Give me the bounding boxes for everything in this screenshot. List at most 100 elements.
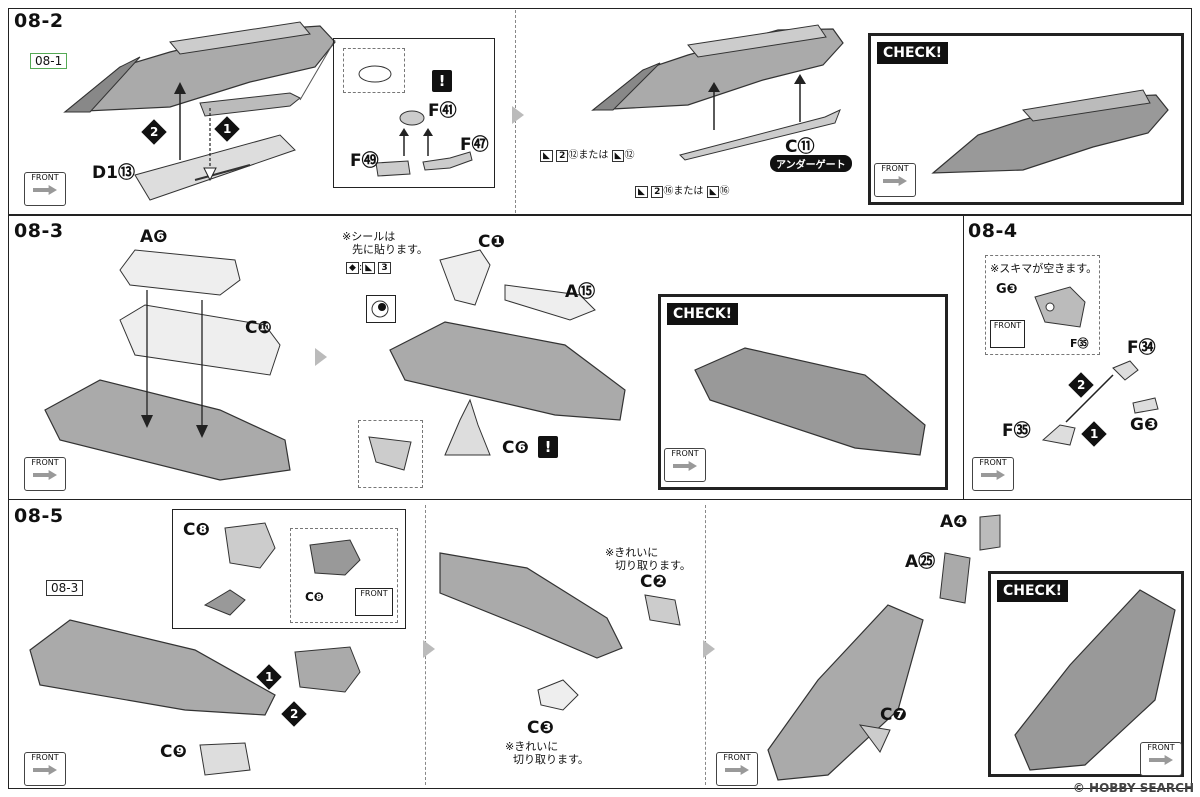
part-label-f35: F㉟ — [1002, 421, 1031, 441]
arrow — [399, 128, 409, 156]
front-indicator: FRONT — [972, 457, 1014, 491]
part-f34 — [1112, 360, 1139, 381]
arrow — [203, 108, 217, 182]
part-label-c8: C❽ — [183, 520, 210, 540]
warning-icon: ! — [538, 436, 558, 458]
front-inset: FRONT — [990, 320, 1025, 348]
gate-piece — [358, 65, 392, 83]
step-arrow-icon — [703, 640, 715, 658]
check-title: CHECK! — [667, 303, 739, 325]
step-arrow-icon — [512, 106, 524, 124]
step-arrow-icon — [423, 640, 435, 658]
part-label-a15: A⑮ — [565, 282, 596, 302]
arrow — [794, 74, 806, 122]
arrow — [141, 290, 153, 428]
ref-tag-08-1: 08-1 — [30, 53, 68, 69]
arrow — [423, 128, 433, 156]
part-c2 — [644, 594, 681, 626]
front-indicator: FRONT — [1140, 742, 1182, 776]
front-indicator: FRONT — [664, 448, 706, 482]
tweezers-icon: ◣ — [362, 262, 376, 274]
sticker-icon — [371, 300, 389, 318]
part-a15 — [504, 284, 596, 321]
callout-lines — [299, 39, 336, 101]
callout-box — [172, 509, 406, 629]
step-label-08-5: 08-5 — [14, 505, 64, 527]
front-indicator: FRONT — [874, 163, 916, 197]
step-label-08-4: 08-4 — [968, 220, 1018, 242]
arrow — [708, 82, 720, 130]
front-indicator: FRONT — [24, 172, 66, 206]
part-label-f47: F㊼ — [460, 135, 489, 155]
seal-instruction: ◆:◣ 3 — [346, 262, 391, 274]
part-label-f41: F㊶ — [428, 101, 457, 121]
small-part-f41 — [399, 110, 425, 126]
part-c1 — [439, 249, 491, 306]
clean-cut-note: ※きれいに切り取ります。 — [605, 546, 691, 572]
front-inset: FRONT — [355, 588, 393, 616]
part-label-d1-13: D1⑬ — [92, 163, 135, 183]
hull-part — [44, 379, 291, 481]
part-label-a6: A❻ — [140, 227, 168, 247]
part-label-c11: C⑪ — [785, 137, 815, 157]
part-label-f49: F㊾ — [350, 151, 379, 171]
cut-detail-box — [358, 420, 423, 488]
part-label-c3: C❸ — [527, 718, 554, 738]
file-icon: ◣ — [611, 150, 625, 162]
step-arrow-icon — [315, 348, 327, 366]
arrow — [1065, 374, 1114, 423]
part-label-c9: C❾ — [160, 742, 187, 762]
nipper-icon: ◣ — [635, 186, 648, 198]
small-part — [203, 589, 246, 616]
small-part-f49 — [375, 160, 411, 177]
strip-part — [199, 92, 301, 117]
callout-inset — [343, 48, 405, 93]
nipper-icon: ◣ — [540, 150, 553, 162]
assembly-detail — [1034, 286, 1086, 328]
hull-part — [29, 619, 276, 716]
part-label-a25: A㉕ — [905, 552, 936, 572]
under-gate-badge: アンダーゲート — [770, 155, 852, 172]
strip-part — [679, 109, 841, 161]
seal-box — [366, 295, 396, 323]
callout-box — [333, 38, 495, 188]
part-label-c10: C❿ — [245, 318, 272, 338]
part-label-f35: F㉟ — [1070, 337, 1089, 350]
hull-check — [694, 347, 926, 456]
front-indicator: FRONT — [24, 752, 66, 786]
sticker-icon: ◆ — [346, 262, 359, 274]
ref-tag-08-3: 08-3 — [46, 580, 84, 596]
arrow — [196, 300, 208, 438]
part-c7 — [858, 724, 891, 753]
part-label-g3: G❸ — [996, 282, 1018, 297]
part-c6 — [444, 398, 491, 456]
part-c10 — [119, 304, 281, 376]
warning-icon: ! — [432, 70, 452, 92]
front-indicator: FRONT — [716, 752, 758, 786]
part-g3 — [1132, 397, 1159, 414]
part-a4 — [979, 514, 1001, 551]
clean-cut-note: ※きれいに切り取ります。 — [505, 740, 589, 766]
panel-08-2 — [8, 8, 1192, 215]
part-c8 — [224, 522, 276, 569]
hull-part — [591, 24, 844, 111]
part-label-c8: C❽ — [305, 590, 324, 604]
part-c9 — [199, 742, 251, 776]
part-a6 — [119, 249, 241, 296]
check-title: CHECK! — [877, 42, 949, 64]
part-a25 — [939, 552, 971, 604]
part-label-f34: F㉞ — [1127, 338, 1156, 358]
part-label-c1: C❶ — [478, 232, 505, 252]
front-indicator: FRONT — [24, 457, 66, 491]
part-label-c7: C❼ — [880, 705, 907, 725]
part-c8-detail — [309, 539, 361, 576]
gap-note: ※スキマが空きます。 — [990, 262, 1098, 275]
step-label-08-3: 08-3 — [14, 220, 64, 242]
panel-08-5 — [8, 499, 1192, 789]
part-label-a4: A❹ — [940, 512, 968, 532]
seal-note: ※シールは先に貼ります。 — [342, 230, 428, 256]
step-label-08-2: 08-2 — [14, 10, 64, 32]
hull-part — [389, 321, 626, 421]
